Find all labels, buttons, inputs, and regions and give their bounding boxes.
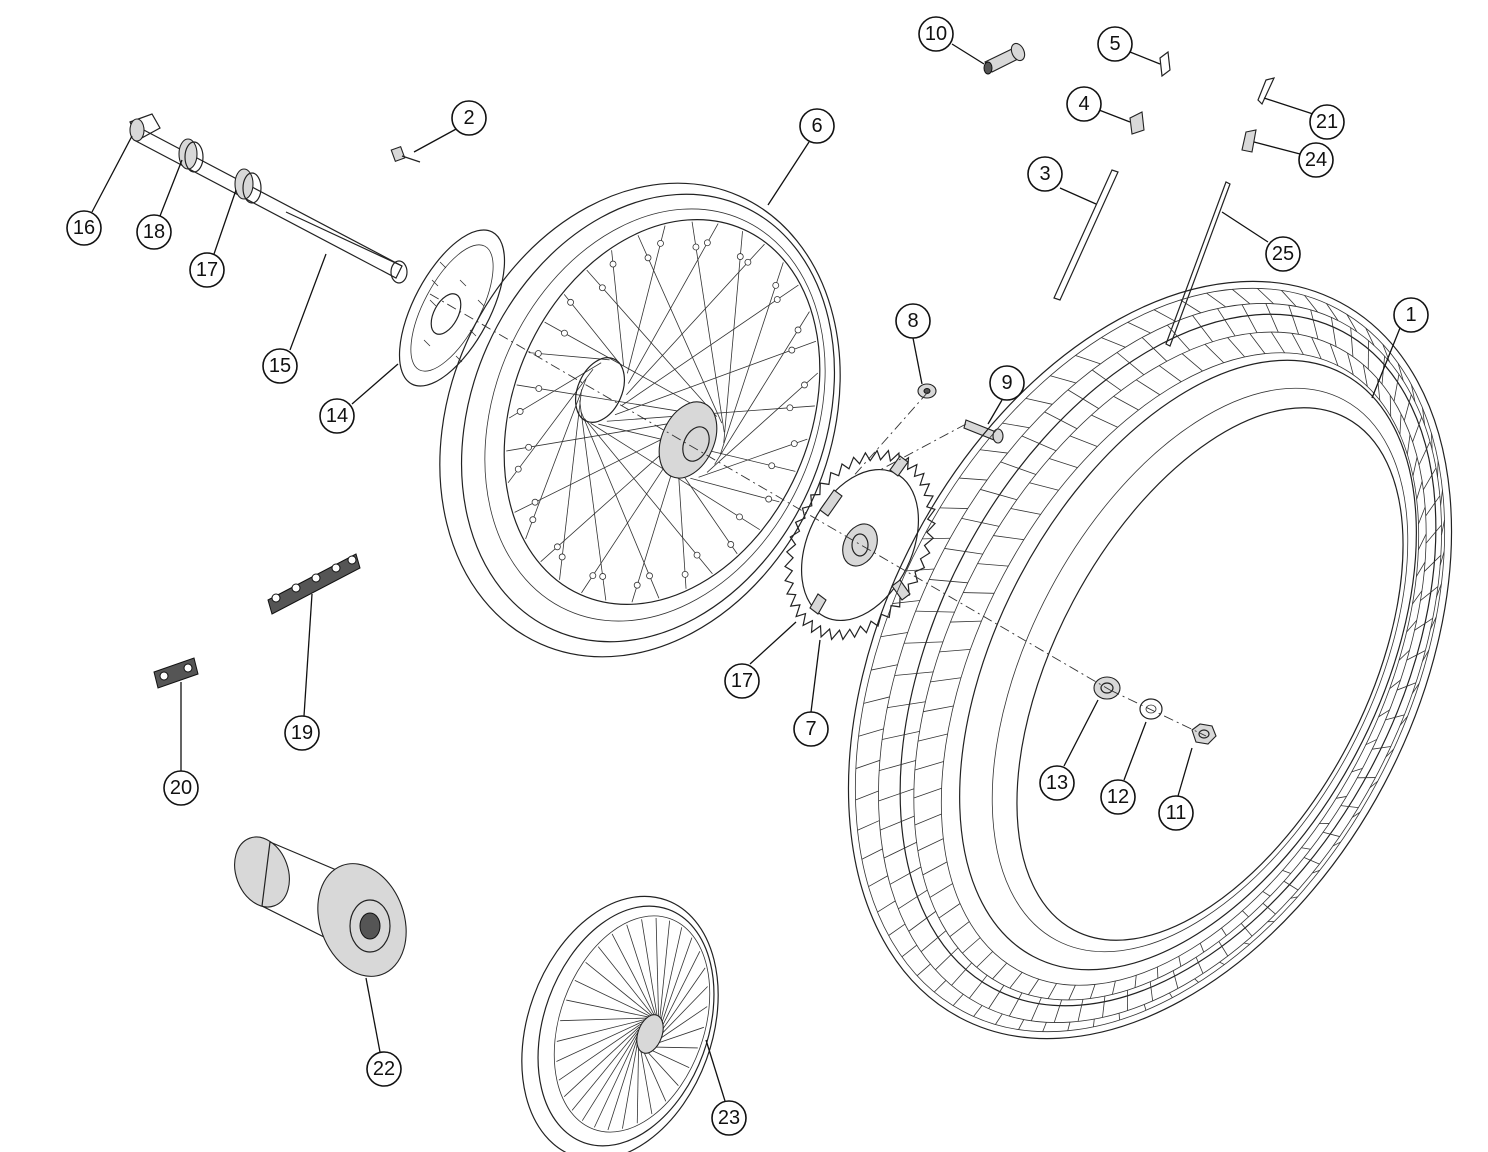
callout-24: 24 [1298, 142, 1334, 178]
callout-20: 20 [163, 770, 199, 806]
brake-disc [398, 229, 506, 387]
svg-text:8: 8 [907, 310, 918, 332]
svg-text:11: 11 [1166, 802, 1187, 824]
callout-22: 22 [366, 1051, 402, 1087]
assembly-axis-lines [429, 293, 1207, 737]
sprocket [784, 449, 936, 641]
svg-text:25: 25 [1272, 243, 1294, 265]
svg-text:22: 22 [373, 1058, 395, 1080]
callout-16: 16 [66, 210, 102, 246]
svg-text:21: 21 [1316, 111, 1338, 133]
callout-6: 6 [799, 108, 835, 144]
callout-23: 23 [711, 1100, 747, 1136]
svg-text:20: 20 [170, 777, 192, 799]
callout-13: 13 [1039, 765, 1075, 801]
callout-11: 11 [1158, 795, 1194, 831]
svg-text:4: 4 [1078, 93, 1089, 115]
svg-text:17: 17 [196, 259, 218, 281]
svg-text:12: 12 [1107, 786, 1129, 808]
callout-25: 25 [1265, 236, 1301, 272]
svg-text:5: 5 [1109, 33, 1120, 55]
callout-1: 1 [1393, 297, 1429, 333]
callout-14: 14 [319, 398, 355, 434]
svg-text:2: 2 [463, 107, 474, 129]
svg-text:16: 16 [73, 217, 95, 239]
svg-text:19: 19 [291, 722, 313, 744]
chain-master-link [153, 657, 199, 689]
callout-7: 7 [793, 711, 829, 747]
callout-19: 19 [284, 715, 320, 751]
svg-text:13: 13 [1046, 772, 1068, 794]
callout-12: 12 [1100, 779, 1136, 815]
bolt-2 [390, 145, 421, 163]
callout-bubbles: 1 2 3 4 5 6 7 8 9 10 11 12 13 14 15 16 1… [66, 16, 1429, 1136]
callout-17b: 17 [724, 663, 760, 699]
callout-9: 9 [989, 365, 1025, 401]
nuts-and-washers [1093, 676, 1217, 745]
callout-4: 4 [1066, 86, 1102, 122]
tire [847, 280, 1453, 1040]
svg-text:7: 7 [805, 718, 816, 740]
callout-15: 15 [262, 348, 298, 384]
callout-3: 3 [1027, 156, 1063, 192]
spoked-wheel [439, 182, 841, 658]
svg-text:23: 23 [718, 1107, 740, 1129]
svg-text:10: 10 [925, 23, 947, 45]
complete-wheel [521, 895, 719, 1152]
callout-2: 2 [451, 100, 487, 136]
spoke-parts [1053, 50, 1276, 347]
axle [129, 113, 408, 284]
svg-text:15: 15 [269, 355, 291, 377]
callout-5: 5 [1097, 26, 1133, 62]
svg-text:24: 24 [1305, 149, 1327, 171]
svg-text:6: 6 [811, 115, 822, 137]
wheel-hub [234, 836, 407, 977]
svg-text:18: 18 [143, 221, 165, 243]
callout-18: 18 [136, 214, 172, 250]
callout-17a: 17 [189, 252, 225, 288]
svg-text:17: 17 [731, 670, 753, 692]
tire-valve [983, 42, 1026, 75]
svg-text:14: 14 [326, 405, 348, 427]
callout-10: 10 [918, 16, 954, 52]
spacer-and-bolt [917, 383, 1004, 444]
svg-text:3: 3 [1039, 163, 1050, 185]
callout-21: 21 [1309, 104, 1345, 140]
callout-8: 8 [895, 303, 931, 339]
svg-text:9: 9 [1001, 372, 1012, 394]
chain [267, 553, 361, 615]
leader-lines [91, 43, 1401, 1102]
svg-text:1: 1 [1405, 304, 1416, 326]
